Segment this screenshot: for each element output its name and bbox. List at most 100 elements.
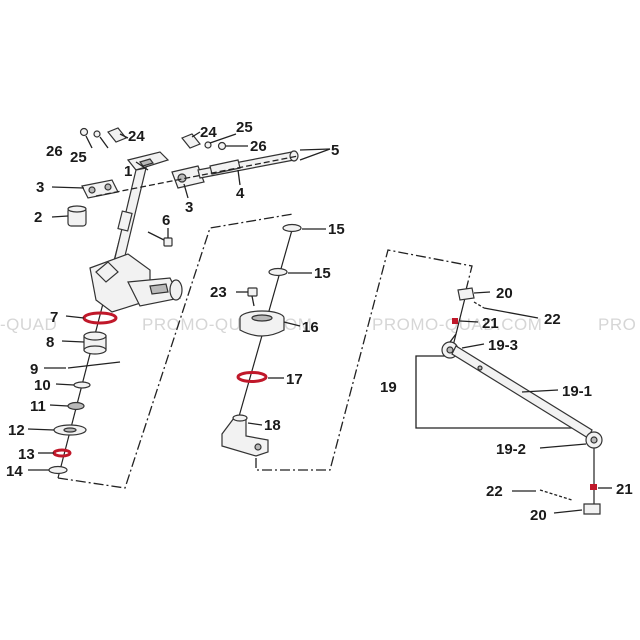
bearing-housing-body (239, 318, 285, 337)
watermark-segment: PROMO-QUAD.COM (372, 315, 542, 334)
watermark-segment: PRO (598, 315, 636, 334)
callout-21: 21 (482, 315, 499, 332)
callout-8: 8 (46, 334, 54, 351)
leader-line (299, 148, 331, 151)
leader-lines (27, 131, 612, 514)
callout-20: 20 (530, 507, 547, 524)
callout-labels: 1 2 3 3 4 5 6 7 8 9 10 11 12 13 14 15 15… (6, 119, 633, 524)
washer (282, 223, 302, 233)
leader-line (247, 422, 263, 426)
callout-17: 17 (286, 371, 303, 388)
callout-15: 15 (328, 221, 345, 238)
leader-line (85, 135, 93, 149)
motor-band (149, 283, 169, 295)
bearing-seat-hole (63, 427, 77, 433)
bolt-shank (251, 295, 255, 307)
callout-9: 9 (30, 361, 38, 378)
callout-14: 14 (6, 463, 23, 480)
callout-25: 25 (70, 149, 87, 166)
callout-3: 3 (36, 179, 44, 196)
washer (590, 484, 597, 490)
holder-hole (104, 183, 112, 191)
tie-rod-end-ball (590, 436, 598, 444)
steering-column-assembly (48, 127, 299, 489)
leader-line (183, 183, 189, 199)
callout-22: 22 (544, 311, 561, 328)
lock-plate (107, 127, 127, 143)
callout-5: 5 (331, 142, 339, 159)
callout-19: 19 (380, 379, 397, 396)
callout-12: 12 (8, 422, 25, 439)
callout-19-3: 19-3 (488, 337, 518, 354)
callout-25: 25 (236, 119, 253, 136)
tie-rod-end-stud (449, 333, 457, 343)
callout-16: 16 (302, 319, 319, 336)
callout-6: 6 (162, 212, 170, 229)
washer (48, 465, 68, 475)
holder-hole (88, 186, 96, 194)
housing-bore (251, 314, 273, 322)
motor-end (169, 279, 183, 301)
callout-19-2: 19-2 (496, 441, 526, 458)
bolt-head (163, 237, 173, 247)
callout-10: 10 (34, 377, 51, 394)
leader-line (55, 383, 75, 386)
leader-line (521, 389, 559, 393)
leader-line (27, 428, 55, 431)
leader-line (483, 307, 539, 319)
callout-24: 24 (128, 128, 145, 145)
nut (67, 401, 85, 411)
callout-19-1: 19-1 (562, 383, 592, 400)
assembly-boundary-line (57, 213, 294, 489)
leader-line (283, 321, 301, 327)
nut (79, 127, 89, 137)
watermark-segment: PROMO-QUAD.COM (142, 315, 312, 334)
leader-line (119, 133, 129, 139)
assembly-boundary-line (255, 249, 473, 471)
shaft-sleeve (117, 210, 133, 232)
leader-line (51, 215, 69, 218)
rod-flat (477, 365, 483, 371)
callout-13: 13 (18, 446, 35, 463)
gear-box-cap (95, 261, 119, 283)
bracket-hole (139, 158, 154, 167)
callout-26: 26 (250, 138, 267, 155)
callout-22: 22 (486, 483, 503, 500)
leader-line (61, 340, 85, 343)
leader-line (51, 186, 85, 189)
tie-rod-end-ball (446, 346, 454, 354)
bearing-top (83, 331, 107, 341)
leader-line (191, 131, 201, 138)
leader-line (461, 343, 485, 349)
nut (217, 141, 227, 151)
cotter-pin (473, 301, 485, 309)
callout-23: 23 (210, 284, 227, 301)
callout-4: 4 (236, 185, 245, 202)
callout-18: 18 (264, 417, 281, 434)
tie-rod-axis (451, 297, 466, 351)
leader-line (459, 320, 479, 323)
arm-top (232, 414, 248, 422)
arm-hole (254, 443, 262, 451)
washer (268, 267, 288, 277)
callout-21: 21 (616, 481, 633, 498)
holder-centerline (95, 155, 299, 197)
leader-line (237, 169, 241, 186)
castle-nut (457, 287, 475, 301)
callout-15: 15 (314, 265, 331, 282)
washer (452, 318, 458, 324)
callout-7: 7 (50, 309, 58, 326)
callout-20: 20 (496, 285, 513, 302)
callout-2: 2 (34, 209, 42, 226)
leader-line (135, 161, 149, 171)
rod-end (289, 150, 299, 162)
callout-24: 24 (200, 124, 217, 141)
steering-post-assembly (221, 223, 473, 471)
callout-1: 1 (124, 163, 132, 180)
callout-3: 3 (185, 199, 193, 216)
cotter-pin (539, 489, 573, 501)
callout-26: 26 (46, 143, 63, 160)
pitman-arm (221, 417, 269, 457)
leader-line (99, 136, 109, 149)
washer (93, 130, 101, 138)
